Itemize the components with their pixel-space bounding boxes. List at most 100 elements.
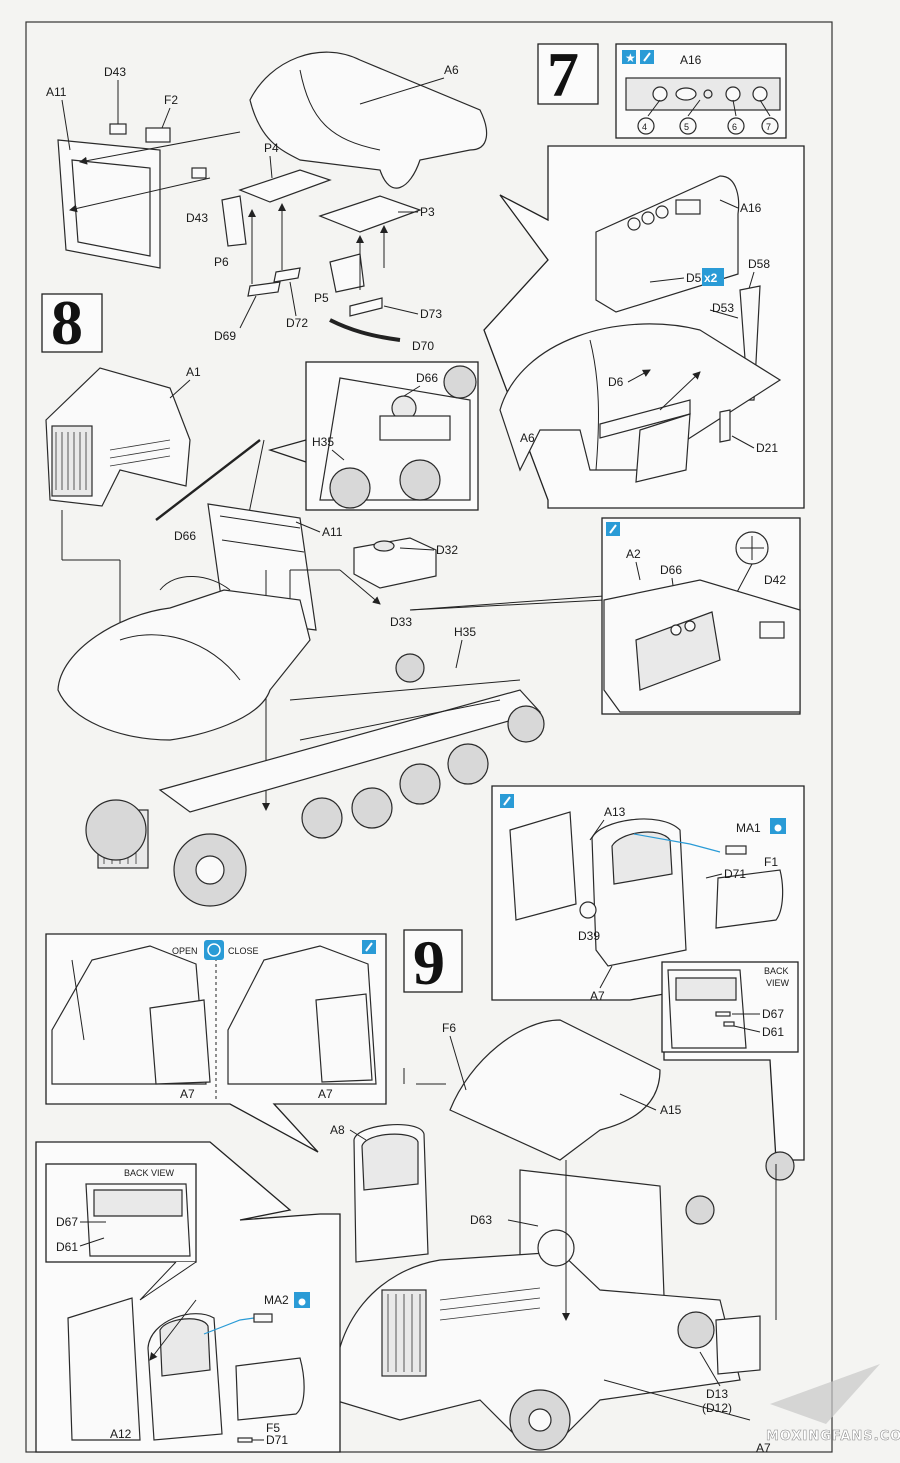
step-7-group: 7 ★ A16 4 5 6 7 A11 D43 F2	[46, 39, 805, 509]
marker-6	[727, 117, 745, 135]
detail-a6-fender	[499, 323, 782, 472]
svg-text:D43: D43	[104, 65, 126, 79]
svg-text:D72: D72	[286, 316, 308, 330]
svg-text:BACK: BACK	[764, 966, 789, 976]
svg-text:A7: A7	[180, 1087, 195, 1101]
part-f5-window	[235, 1357, 305, 1421]
part-a13-door-inner	[509, 811, 577, 921]
svg-text:D61: D61	[56, 1240, 78, 1254]
svg-text:H35: H35	[454, 625, 476, 639]
svg-text:D66: D66	[416, 371, 438, 385]
svg-text:OPEN: OPEN	[172, 946, 198, 956]
svg-text:D73: D73	[420, 307, 442, 321]
part-d70	[329, 318, 401, 342]
svg-text:D53: D53	[712, 301, 734, 315]
svg-text:D70: D70	[412, 339, 434, 353]
step-9-box	[403, 929, 463, 993]
part-d69	[247, 281, 281, 297]
part-f2	[145, 127, 171, 143]
svg-text:5: 5	[684, 122, 689, 132]
svg-text:F1: F1	[764, 855, 778, 869]
page-border	[25, 21, 833, 1453]
svg-text:D67: D67	[56, 1215, 78, 1229]
marker-5	[679, 117, 697, 135]
step-8-group: 8 A1 D66 D66 H35 A11	[41, 287, 801, 907]
part-d43-top	[109, 123, 127, 135]
svg-text:D33: D33	[390, 615, 412, 629]
part-f1-window	[715, 869, 784, 929]
svg-text:D67: D67	[762, 1007, 784, 1021]
marker-7	[761, 117, 779, 135]
svg-text:P3: P3	[420, 205, 435, 219]
svg-text:D43: D43	[186, 211, 208, 225]
watermark: MOXINGFANS.COM	[766, 1364, 900, 1444]
svg-text:H35: H35	[312, 435, 334, 449]
svg-text:D32: D32	[436, 543, 458, 557]
x2-quantity-badge	[702, 268, 724, 286]
svg-text:D42: D42	[764, 573, 786, 587]
svg-text:A7: A7	[590, 989, 605, 1003]
part-d21	[719, 409, 731, 443]
svg-text:A7: A7	[756, 1441, 771, 1455]
marker-4	[637, 117, 655, 135]
step-8-number: 8	[51, 287, 83, 358]
svg-text:F2: F2	[164, 93, 178, 107]
svg-text:CLOSE: CLOSE	[228, 946, 259, 956]
svg-text:D63: D63	[470, 1213, 492, 1227]
svg-text:D6: D6	[608, 375, 624, 389]
svg-text:7: 7	[766, 122, 771, 132]
svg-text:A1: A1	[186, 365, 201, 379]
svg-text:6: 6	[732, 122, 737, 132]
part-p3	[318, 195, 422, 233]
svg-text:A15: A15	[660, 1103, 682, 1117]
svg-text:4: 4	[642, 122, 647, 132]
svg-text:D5: D5	[686, 271, 702, 285]
svg-text:★: ★	[625, 51, 636, 65]
svg-text:D66: D66	[174, 529, 196, 543]
svg-text:D71: D71	[724, 867, 746, 881]
svg-text:A13: A13	[604, 805, 626, 819]
svg-text:A16: A16	[740, 201, 762, 215]
step-7-number: 7	[547, 39, 579, 110]
svg-text:F5: F5	[266, 1421, 280, 1435]
part-p4	[238, 169, 332, 203]
open-close-toggle-icon	[204, 940, 224, 960]
svg-text:F6: F6	[442, 1021, 456, 1035]
radiator-grille	[51, 425, 93, 497]
svg-text:BACK VIEW: BACK VIEW	[124, 1168, 175, 1178]
svg-text:D71: D71	[266, 1433, 288, 1447]
part-d72	[273, 267, 301, 283]
svg-text:P4: P4	[264, 141, 279, 155]
part-f6-roof	[449, 1019, 661, 1161]
part-a6-body	[249, 51, 488, 189]
steering-wheel	[537, 1229, 575, 1267]
svg-text:A6: A6	[520, 431, 535, 445]
svg-text:D66: D66	[660, 563, 682, 577]
part-d43-lower	[191, 167, 207, 179]
svg-text:MA1: MA1	[736, 821, 761, 835]
part-d39	[579, 901, 597, 919]
svg-text:D61: D61	[762, 1025, 784, 1039]
step-9-group: 9 A13 MA1 F1 D71 D39 A7 BACK VIEW D67 D6…	[35, 785, 805, 1455]
callout-a16-label: A16	[680, 53, 702, 67]
decal-star-icon	[622, 50, 636, 64]
part-d73	[349, 297, 383, 317]
svg-text:MOXINGFANS.COM: MOXINGFANS.COM	[766, 1429, 900, 1444]
svg-text:D69: D69	[214, 329, 236, 343]
svg-text:D58: D58	[748, 257, 770, 271]
svg-text:A2: A2	[626, 547, 641, 561]
svg-text:x2: x2	[704, 271, 718, 285]
svg-text:A8: A8	[330, 1123, 345, 1137]
svg-text:A12: A12	[110, 1427, 132, 1441]
step-7-box	[537, 43, 599, 105]
svg-text:P6: P6	[214, 255, 229, 269]
step-8-box	[41, 293, 103, 353]
svg-text:VIEW: VIEW	[766, 978, 790, 988]
paper-plane-logo	[770, 1364, 880, 1424]
part-d66-rod	[155, 439, 261, 521]
svg-text:MA2: MA2	[264, 1293, 289, 1307]
part-p5	[329, 253, 365, 293]
svg-text:D21: D21	[756, 441, 778, 455]
part-p6	[221, 195, 247, 247]
